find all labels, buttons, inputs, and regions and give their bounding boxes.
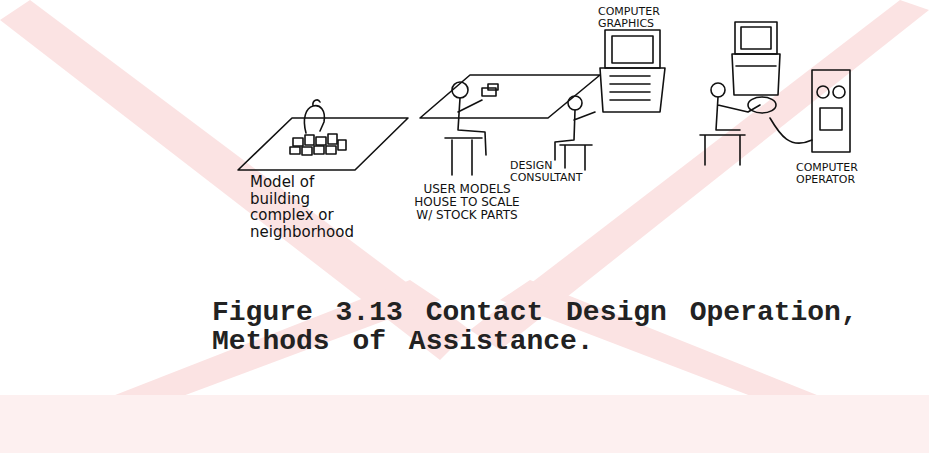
role-label: DESIGN CONSULTANT <box>510 160 580 184</box>
consultant-figure <box>555 96 595 170</box>
design-table <box>420 75 600 118</box>
tape-cabinet <box>770 70 850 152</box>
model-label: Model of building complex or neighborhoo… <box>250 174 378 240</box>
person-leaning <box>304 100 324 133</box>
neighborhood-model <box>290 134 346 155</box>
equipment-label: COMPUTER GRAPHICS <box>598 6 673 30</box>
figure-caption: Figure 3.13 Contact Design Operation, Me… <box>212 298 927 357</box>
operator-figure <box>700 83 776 165</box>
graphics-terminal <box>600 30 665 112</box>
user-figure <box>445 82 486 175</box>
user-label: USER MODELS HOUSE TO SCALE W/ STOCK PART… <box>408 183 526 223</box>
operator-terminal <box>732 22 780 95</box>
role-label: COMPUTER OPERATOR <box>796 162 874 186</box>
